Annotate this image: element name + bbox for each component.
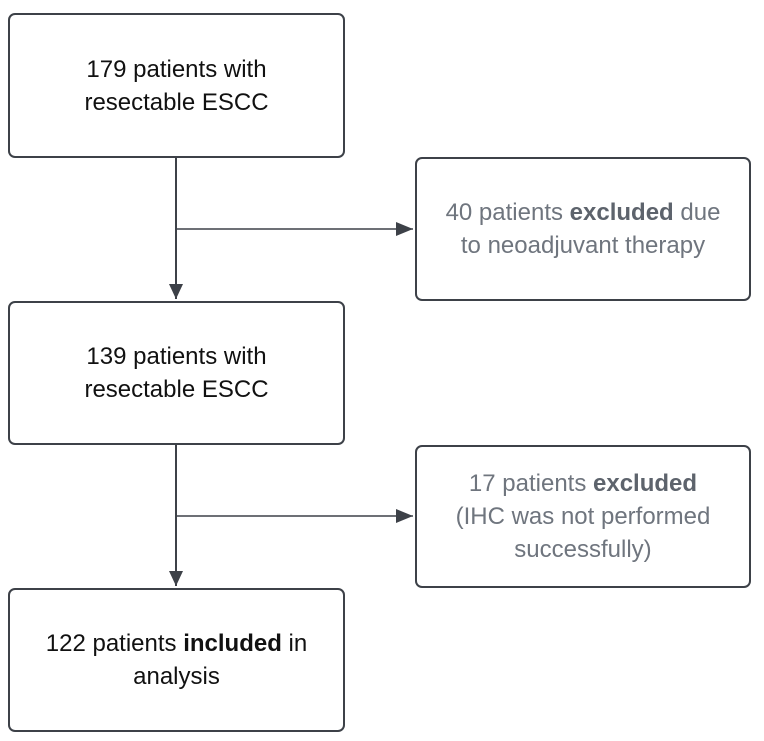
box-17-excluded: 17 patients excluded (IHC was not perfor… <box>415 445 751 588</box>
box-40-excluded: 40 patients excluded due to neoadjuvant … <box>415 157 751 301</box>
box-139-line1: 139 patients with <box>86 343 267 370</box>
box-122-included: 122 patients included in analysis <box>8 588 345 732</box>
box-40-line1: 40 patients excluded due <box>445 199 721 226</box>
box-139-patients: 139 patients with resectable ESCC <box>8 301 345 445</box>
box-17-line2: (IHC was not performed <box>455 503 711 530</box>
box-179-line2: resectable ESCC <box>84 88 269 116</box>
box-179-line1: 179 patients with <box>86 55 267 83</box>
box-17-line3: successfully) <box>514 536 652 563</box>
box-122-line2: analysis <box>133 663 220 690</box>
box-122-line1: 122 patients included in <box>45 630 308 657</box>
box-139-line2: resectable ESCC <box>84 376 269 403</box>
box-17-line1: 17 patients excluded <box>468 470 698 497</box>
box-40-line2: to neoadjuvant therapy <box>460 232 706 259</box>
box-179-patients: 179 patients with resectable ESCC <box>8 13 345 158</box>
